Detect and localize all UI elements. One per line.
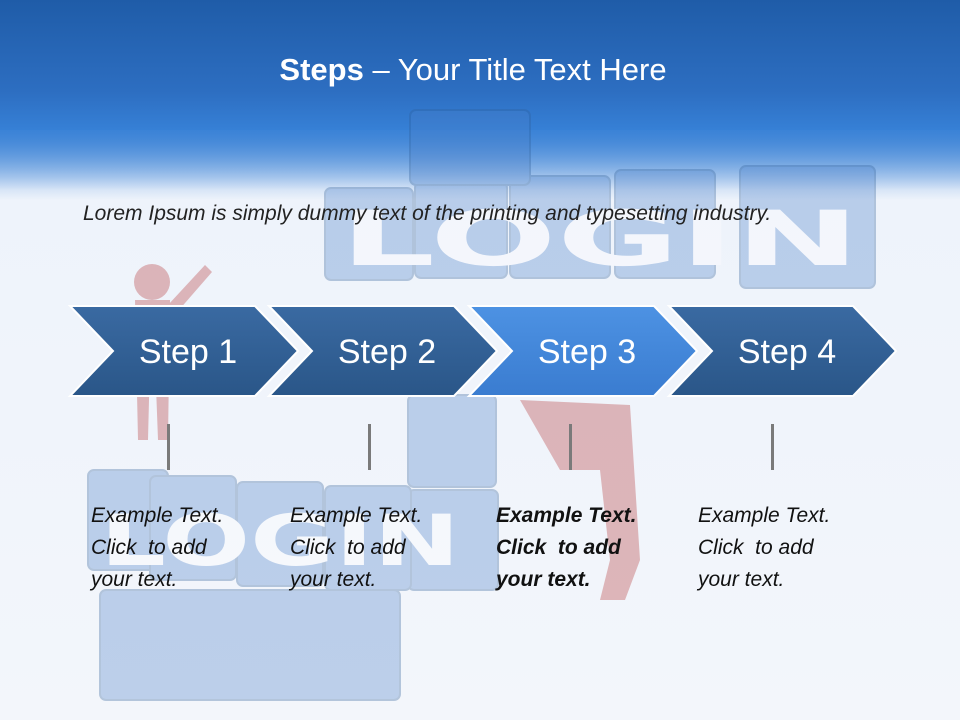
step-4-line-2: Click to add	[698, 536, 814, 559]
step-3-label: Step 3	[538, 333, 636, 371]
step-4-description[interactable]: Example Text. Click to add your text.	[698, 500, 868, 596]
step-4-line-1: Example Text.	[698, 504, 831, 527]
header-fade	[0, 130, 960, 200]
step-3-connector	[569, 424, 572, 470]
step-4-label: Step 4	[738, 333, 836, 371]
step-4-line-3: your text.	[698, 568, 785, 591]
step-1-chevron[interactable]: Step 1	[67, 305, 300, 397]
title-bold: Steps	[279, 52, 364, 87]
step-1-label: Step 1	[139, 333, 237, 371]
step-4-connector	[771, 424, 774, 470]
step-2-connector	[368, 424, 371, 470]
cube-letters-bottom: LOGIN	[100, 500, 460, 582]
step-3-line-3: your text.	[496, 568, 591, 591]
step-2-line-3: your text.	[290, 568, 377, 591]
step-3-chevron[interactable]: Step 3	[466, 305, 699, 397]
step-2-label: Step 2	[338, 333, 436, 371]
step-1-description[interactable]: Example Text. Click to add your text.	[91, 500, 261, 596]
step-2-chevron[interactable]: Step 2	[266, 305, 499, 397]
step-1-line-2: Click to add	[91, 536, 207, 559]
step-1-connector	[167, 424, 170, 470]
step-1-line-3: your text.	[91, 568, 178, 591]
step-3-line-2: Click to add	[496, 536, 621, 559]
cube-letters-top: LOGIN	[340, 194, 860, 283]
step-2-description[interactable]: Example Text. Click to add your text.	[290, 500, 460, 596]
step-2-line-1: Example Text.	[290, 504, 423, 527]
step-3-description[interactable]: Example Text. Click to add your text.	[496, 500, 666, 596]
step-3-line-1: Example Text.	[496, 504, 637, 527]
slide-title: Steps – Your Title Text Here	[0, 52, 946, 88]
step-2-line-2: Click to add	[290, 536, 406, 559]
lead-paragraph: Lorem Ipsum is simply dummy text of the …	[83, 202, 772, 225]
header-band	[0, 0, 960, 130]
step-1-line-1: Example Text.	[91, 504, 224, 527]
title-rest: – Your Title Text Here	[363, 52, 667, 87]
step-4-chevron[interactable]: Step 4	[666, 305, 898, 397]
